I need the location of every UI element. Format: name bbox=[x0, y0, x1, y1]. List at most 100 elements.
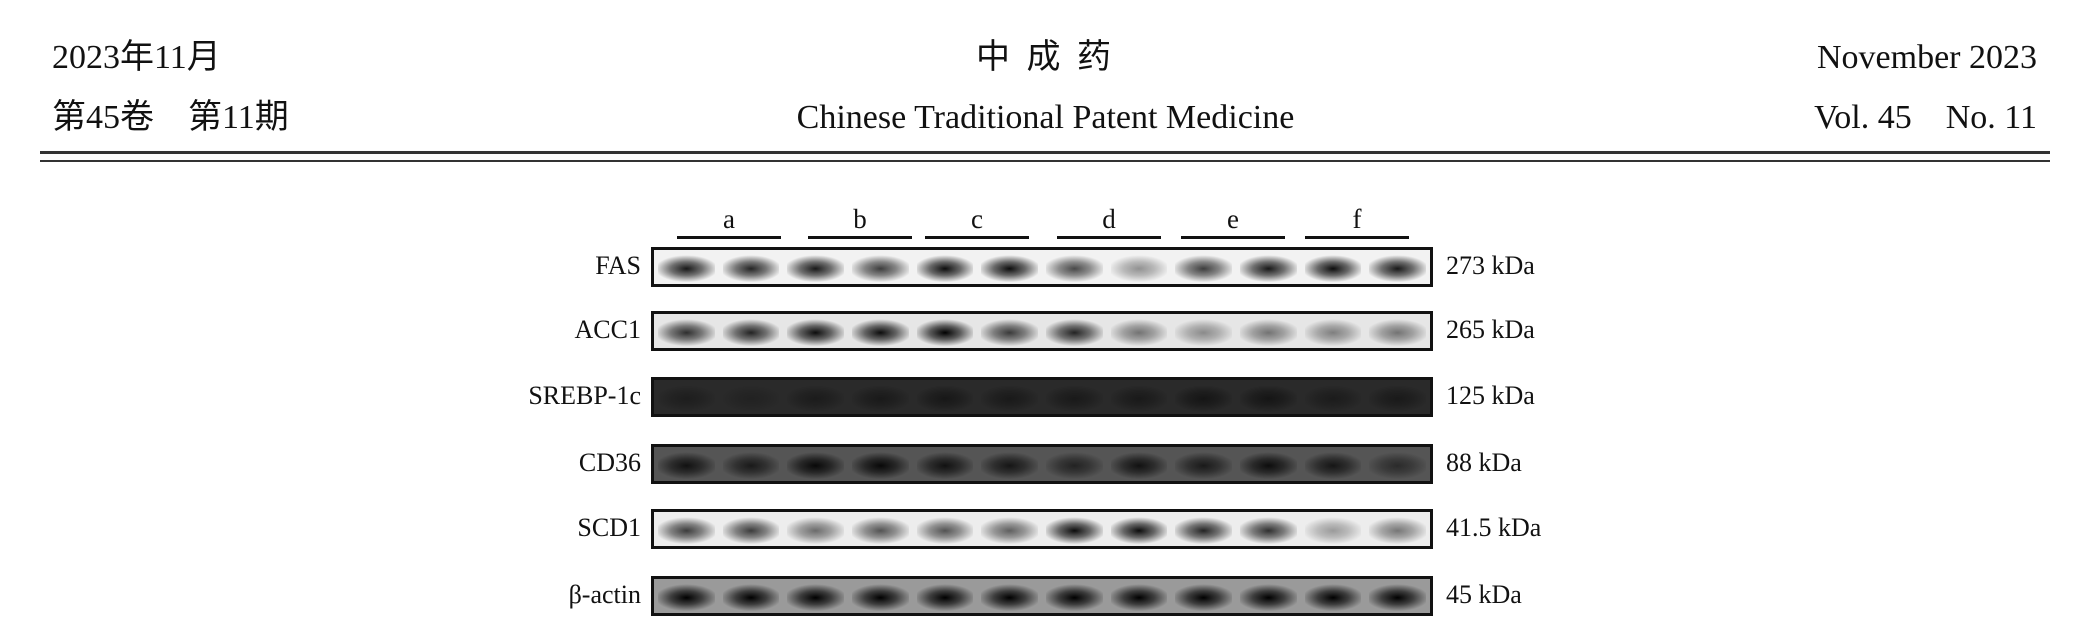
band bbox=[916, 314, 974, 348]
band bbox=[722, 579, 780, 613]
band bbox=[787, 380, 844, 414]
band bbox=[1046, 314, 1103, 348]
molecular-weight-label: 265 kDa bbox=[1446, 315, 1535, 344]
molecular-weight-label: 273 kDa bbox=[1446, 251, 1535, 280]
band bbox=[1304, 250, 1362, 284]
band bbox=[1175, 512, 1232, 546]
band bbox=[916, 447, 974, 481]
band bbox=[1369, 380, 1426, 414]
volume-issue-en: Vol. 45 No. 11 bbox=[1814, 99, 2037, 136]
band bbox=[1110, 380, 1168, 414]
band bbox=[658, 250, 715, 284]
band bbox=[1304, 314, 1362, 348]
band bbox=[852, 579, 909, 613]
lane-group-underline bbox=[808, 236, 912, 239]
header-rule-thin bbox=[40, 160, 2050, 162]
journal-title-cn: 中 成 药 bbox=[976, 39, 1115, 76]
lane-group-label: f bbox=[1352, 204, 1362, 234]
band bbox=[981, 579, 1038, 613]
band bbox=[852, 314, 909, 348]
band bbox=[1304, 380, 1362, 414]
blot-scd1 bbox=[651, 509, 1433, 549]
band bbox=[981, 447, 1038, 481]
band bbox=[1110, 447, 1168, 481]
band bbox=[658, 579, 715, 613]
lane-group-underline bbox=[1057, 236, 1161, 239]
band bbox=[1175, 380, 1232, 414]
band bbox=[787, 250, 844, 284]
band bbox=[1240, 512, 1297, 546]
blot-acc1 bbox=[651, 311, 1433, 351]
band bbox=[981, 380, 1038, 414]
blot-srebp-1c bbox=[651, 377, 1433, 417]
issue-date-en: November 2023 bbox=[1816, 39, 2037, 76]
band bbox=[852, 512, 909, 546]
band bbox=[722, 447, 780, 481]
lane-group-underline bbox=[925, 236, 1029, 239]
band bbox=[787, 579, 844, 613]
band bbox=[1240, 447, 1297, 481]
band bbox=[658, 380, 715, 414]
band bbox=[1240, 380, 1297, 414]
band bbox=[1369, 314, 1426, 348]
band bbox=[852, 380, 909, 414]
band bbox=[1110, 250, 1168, 284]
band bbox=[658, 512, 715, 546]
protein-label: CD36 bbox=[578, 448, 641, 477]
molecular-weight-label: 41.5 kDa bbox=[1446, 513, 1542, 542]
band bbox=[1110, 314, 1168, 348]
band bbox=[981, 314, 1038, 348]
band bbox=[1175, 314, 1232, 348]
lane-group-underline bbox=[1305, 236, 1409, 239]
lane-group-underline bbox=[677, 236, 781, 239]
band bbox=[852, 447, 909, 481]
band bbox=[1110, 512, 1168, 546]
issue-date-cn: 2023年11月 bbox=[52, 39, 221, 76]
band bbox=[1046, 447, 1103, 481]
lane-group-label: a bbox=[723, 204, 735, 234]
volume-issue-cn: 第45卷 第11期 bbox=[52, 99, 289, 136]
header-rule-thick bbox=[40, 151, 2050, 154]
band bbox=[916, 579, 974, 613]
protein-label: FAS bbox=[595, 251, 641, 280]
blot-fas bbox=[651, 247, 1433, 287]
band bbox=[1304, 512, 1362, 546]
band bbox=[916, 512, 974, 546]
band bbox=[722, 250, 780, 284]
band bbox=[722, 380, 780, 414]
band bbox=[1175, 250, 1232, 284]
band bbox=[1369, 447, 1426, 481]
band bbox=[1110, 579, 1168, 613]
band bbox=[787, 447, 844, 481]
band bbox=[787, 512, 844, 546]
band bbox=[658, 447, 715, 481]
band bbox=[1175, 447, 1232, 481]
band bbox=[981, 250, 1038, 284]
band bbox=[722, 314, 780, 348]
molecular-weight-label: 88 kDa bbox=[1446, 448, 1522, 477]
band bbox=[1369, 512, 1426, 546]
lane-group-underline bbox=[1181, 236, 1285, 239]
band bbox=[1046, 512, 1103, 546]
band bbox=[1240, 579, 1297, 613]
molecular-weight-label: 45 kDa bbox=[1446, 580, 1522, 609]
band bbox=[916, 250, 974, 284]
band bbox=[1240, 250, 1297, 284]
blot-cd36 bbox=[651, 444, 1433, 484]
lane-group-label: e bbox=[1227, 204, 1239, 234]
band bbox=[1046, 579, 1103, 613]
band bbox=[1240, 314, 1297, 348]
band bbox=[1304, 447, 1362, 481]
molecular-weight-label: 125 kDa bbox=[1446, 381, 1535, 410]
band bbox=[1175, 579, 1232, 613]
band bbox=[916, 380, 974, 414]
band bbox=[1304, 579, 1362, 613]
band bbox=[1369, 579, 1426, 613]
protein-label: β-actin bbox=[568, 580, 641, 609]
band bbox=[722, 512, 780, 546]
band bbox=[658, 314, 715, 348]
protein-label: SREBP-1c bbox=[528, 381, 641, 410]
blot--actin bbox=[651, 576, 1433, 616]
band bbox=[981, 512, 1038, 546]
lane-group-label: d bbox=[1102, 204, 1116, 234]
